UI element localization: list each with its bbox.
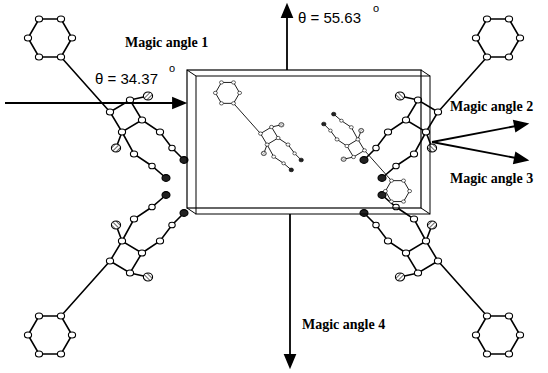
cell-edge xyxy=(421,208,430,214)
direction-arrow xyxy=(432,142,516,158)
direction-arrow xyxy=(432,126,516,142)
molecule xyxy=(360,16,524,181)
angle-value: θ = 34.37 xyxy=(95,71,158,86)
arrowhead xyxy=(173,98,185,108)
direction-label: Magic angle 1 xyxy=(125,36,208,50)
degree-mark: o xyxy=(169,63,175,74)
molecule xyxy=(360,192,524,357)
direction-arrow xyxy=(286,16,288,70)
direction-label: Magic angle 3 xyxy=(450,172,533,186)
direction-arrow xyxy=(5,102,174,104)
degree-mark: o xyxy=(373,3,379,14)
unit-cell xyxy=(187,70,421,208)
molecule xyxy=(24,192,188,357)
direction-label: Magic angle 2 xyxy=(450,100,533,114)
arrowhead xyxy=(514,153,527,163)
direction-label: Magic angle 4 xyxy=(302,318,385,332)
molecule xyxy=(213,81,303,172)
cell-edge xyxy=(187,208,196,214)
unit-cell-back xyxy=(196,76,430,214)
cell-edge xyxy=(421,70,430,76)
arrowhead xyxy=(514,121,527,131)
cell-edge xyxy=(187,70,196,76)
direction-arrow xyxy=(289,214,291,356)
angle-value: θ = 55.63 xyxy=(298,10,361,25)
arrowhead xyxy=(282,5,292,17)
molecule xyxy=(322,112,412,203)
arrowhead xyxy=(285,355,295,367)
